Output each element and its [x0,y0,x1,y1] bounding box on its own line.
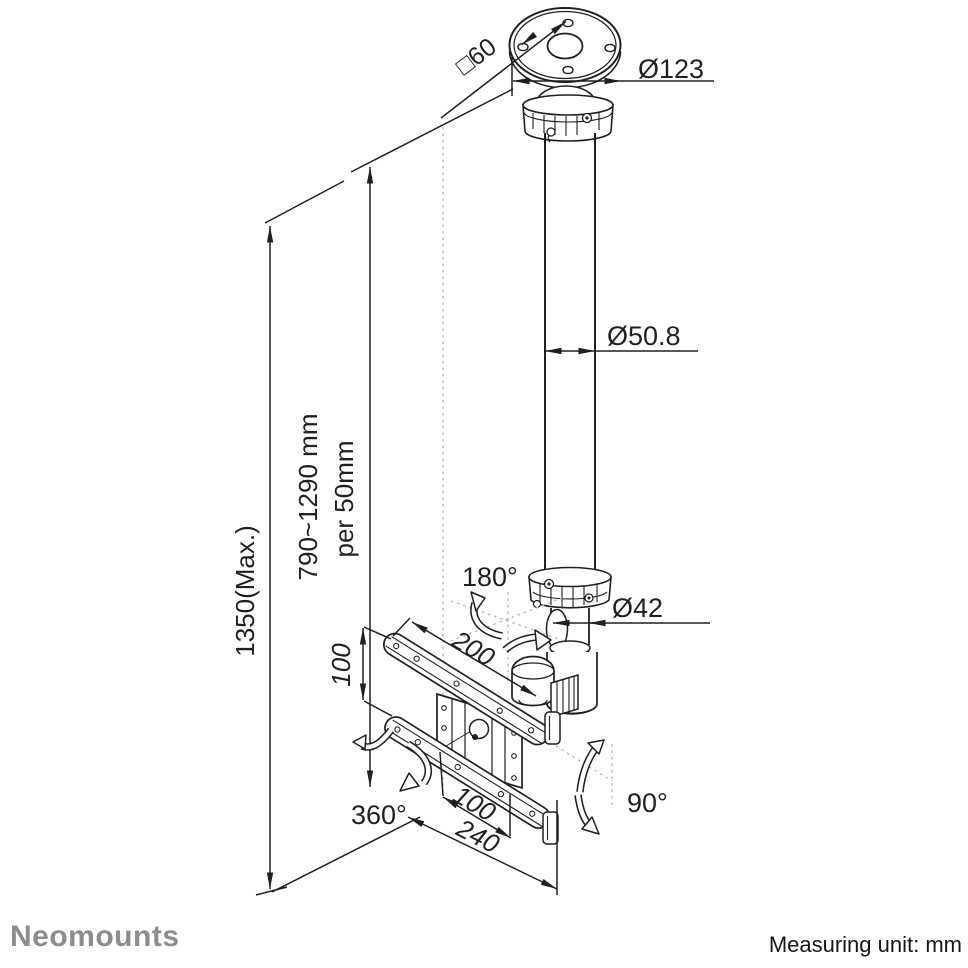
rail-spacing-label: 100 [326,643,356,687]
swivel-range-label: 180° [462,562,518,592]
tilt-arrow-up [576,739,605,793]
dim-height-max [255,226,288,896]
pole-collar-top [522,85,614,143]
height-step-label: per 50mm [329,440,359,557]
dim-vesa-width [439,751,512,839]
measuring-unit-note: Measuring unit: mm [768,932,962,957]
bracket-width-label: 240 [451,812,505,859]
mounting-pole [544,133,596,571]
rotation-arrow-down [399,740,432,792]
swivel-joint [511,652,598,719]
height-max-label: 1350(Max.) [230,525,260,657]
dim-arm-length [392,617,537,697]
ceiling-reference-line [264,88,514,224]
swivel-arrow-cw [502,629,552,653]
dim-bracket-width [407,800,558,895]
dim-hole-pattern [440,20,567,119]
hole-pattern-label: □60 [451,33,502,81]
dim-rail-spacing [359,626,393,717]
tube-diameter-label: Ø42 [612,593,663,623]
floor-reference-line [271,816,421,893]
height-range-label: 790~1290 mm [293,414,323,581]
rotation-arrow-left [352,727,394,751]
tilt-range-label: 90° [627,788,668,818]
tilt-arrow-down [574,794,600,835]
pole-collar-bottom [528,566,612,609]
swivel-arrow-ccw [470,591,503,640]
inner-tube [545,608,591,657]
ceiling-plate [508,7,622,89]
rotation-range-label: 360° [351,800,407,830]
brand-logo: Neomounts [10,920,180,953]
plate-diameter-label: Ø123 [638,54,704,84]
pole-diameter-label: Ø50.8 [607,321,681,351]
